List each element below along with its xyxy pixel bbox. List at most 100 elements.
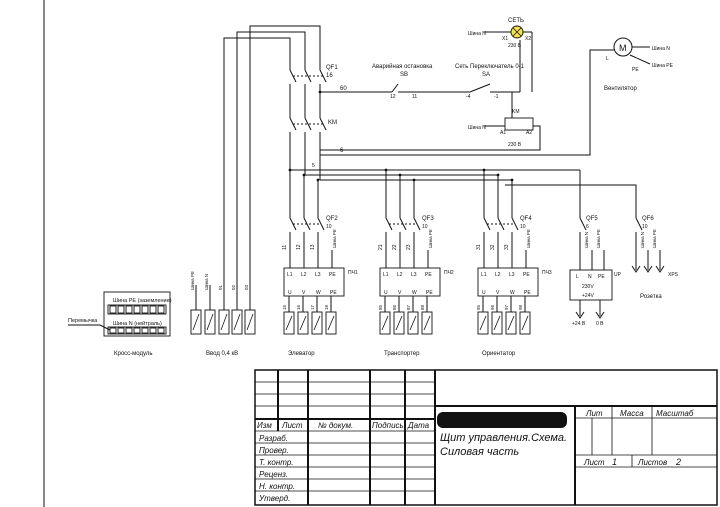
svg-text:Перемычка: Перемычка	[68, 318, 98, 324]
qf5-power-supply: QF5 6 Шина N Шина PE L N PE 230V +24V UP…	[569, 210, 622, 327]
breaker-rating: 10	[326, 224, 332, 230]
socket-label: Розетка	[640, 294, 662, 300]
output-wire: 86	[392, 304, 397, 310]
vfd-box	[477, 267, 539, 297]
input-line-label: 01	[218, 284, 223, 290]
title-row-label: Т. контр.	[259, 458, 294, 467]
motor-label: W	[316, 290, 321, 296]
title-col-header: Дата	[407, 421, 430, 430]
breaker-label: QF2	[326, 216, 338, 222]
input-bus-wiring	[195, 25, 321, 310]
output-wire: 85	[378, 304, 383, 310]
phase-label: PE	[329, 272, 336, 278]
km-label: KM	[328, 120, 337, 126]
group-name: Элеватор	[288, 351, 315, 357]
svg-text:L: L	[576, 274, 579, 280]
svg-text:KM: KM	[512, 109, 520, 115]
wire-number: 31	[476, 244, 482, 250]
svg-text:-4: -4	[466, 94, 471, 100]
pe-bus-label: Шина PE	[428, 229, 433, 248]
svg-text:230 В: 230 В	[508, 142, 522, 148]
svg-text:10: 10	[642, 224, 648, 230]
phase-label: L1	[287, 272, 293, 278]
motor-label: U	[482, 290, 486, 296]
breaker-rating: 10	[422, 224, 428, 230]
title-row-label: Утверд.	[258, 494, 290, 503]
output-wire: 96	[490, 304, 495, 310]
svg-text:SA: SA	[482, 72, 490, 78]
vfd-label: ПЧ2	[444, 270, 454, 276]
motor-label: U	[384, 290, 388, 296]
svg-text:5: 5	[312, 163, 315, 169]
redacted-mark	[437, 412, 567, 428]
wire-number: 32	[490, 244, 496, 250]
svg-text:Шина N (нейтраль): Шина N (нейтраль)	[113, 320, 162, 327]
phase-label: L2	[301, 272, 307, 278]
svg-text:Масштаб: Масштаб	[656, 409, 694, 418]
wire-number: 21	[378, 244, 384, 250]
motor-label: PE	[330, 290, 337, 296]
output-wire: 18	[324, 304, 329, 310]
title-row-label: Разраб.	[259, 434, 288, 443]
svg-text:Кросс-модуль: Кросс-модуль	[114, 351, 153, 357]
phase-label: L3	[509, 272, 515, 278]
output-wire: 95	[476, 304, 481, 310]
network-lamp: СЕТЬ 230 В X1 X2 Шина N	[468, 18, 533, 92]
svg-text:A2: A2	[526, 130, 532, 136]
svg-text:2: 2	[675, 457, 681, 467]
phase-label: PE	[523, 272, 530, 278]
phase-label: PE	[425, 272, 432, 278]
pe-bus-label: Шина PE	[526, 229, 531, 248]
svg-text:Шина N: Шина N	[468, 31, 486, 37]
emergency-stop-label: Аварийная остановка	[372, 63, 433, 70]
breaker-label: QF3	[422, 216, 434, 222]
motor-label: V	[496, 290, 500, 296]
svg-text:L: L	[606, 56, 609, 62]
svg-text:Шина N: Шина N	[640, 232, 645, 248]
motor-label: V	[302, 290, 306, 296]
pe-bus-label: Шина PE	[332, 229, 337, 248]
output-wire: 17	[310, 304, 315, 310]
svg-text:0 В: 0 В	[596, 321, 604, 327]
svg-text:230V: 230V	[582, 284, 594, 290]
vfd-label: ПЧ3	[542, 270, 552, 276]
phase-label: L3	[411, 272, 417, 278]
title-row-label: Н. контр.	[259, 482, 295, 491]
title-line-2: Силовая часть	[440, 446, 519, 458]
svg-text:QF6: QF6	[642, 216, 654, 222]
output-wire: 97	[504, 304, 509, 310]
output-wire: 16	[296, 304, 301, 310]
input-line-label: Шина N	[204, 274, 209, 290]
output-wire: 15	[282, 304, 287, 310]
motor-label: V	[398, 290, 402, 296]
svg-text:M: M	[619, 43, 627, 53]
title-line-1: Щит управления.Схема.	[440, 432, 567, 444]
output-wire: 98	[518, 304, 523, 310]
output-wire: 88	[420, 304, 425, 310]
phase-label: L2	[495, 272, 501, 278]
svg-text:12: 12	[390, 94, 396, 100]
title-row-label: Реценз.	[259, 470, 288, 479]
phase-label: L2	[397, 272, 403, 278]
svg-text:PE: PE	[598, 274, 605, 280]
wire-number: 12	[296, 244, 302, 250]
svg-text:+24 В: +24 В	[572, 321, 586, 327]
distribution-bus: 5	[289, 150, 637, 210]
wire-number: 23	[406, 244, 412, 250]
motor-label: PE	[426, 290, 433, 296]
title-col-header: № докум.	[318, 421, 353, 430]
coil-box	[504, 117, 534, 131]
vfd-label: ПЧ1	[348, 270, 358, 276]
breaker-label: QF4	[520, 216, 532, 222]
svg-text:60: 60	[340, 86, 347, 92]
group-name: Ориентатор	[482, 351, 516, 357]
svg-text:+24V: +24V	[582, 293, 594, 299]
selector-label: Сеть Переключатель 0-1	[455, 64, 525, 70]
fan-motor: M Шина N Шина PE L PE Вентилятор 6	[320, 37, 674, 156]
group-name: Транспортер	[384, 351, 420, 357]
